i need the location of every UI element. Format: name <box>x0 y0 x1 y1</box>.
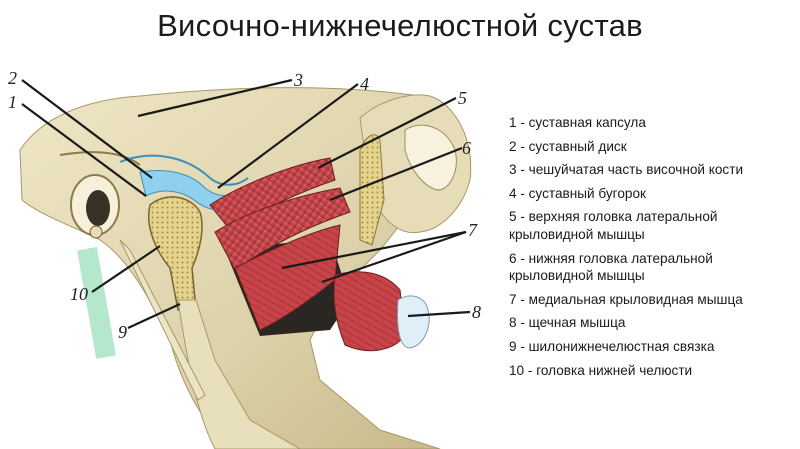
label-1: 1 <box>8 92 17 112</box>
label-9: 9 <box>118 322 127 342</box>
label-3: 3 <box>293 70 303 90</box>
leader-lines <box>21 78 471 329</box>
legend-item-2: 2 - суставный диск <box>509 138 627 154</box>
watermark <box>77 247 116 359</box>
lower-head-lateral-pterygoid <box>214 187 351 271</box>
label-4: 4 <box>360 74 369 94</box>
legend-item-10: 10 - головка нижней челюсти <box>509 362 693 378</box>
legend-item-1: 1 - суставная капсула <box>509 115 646 130</box>
label-7: 7 <box>468 220 478 240</box>
label-8: 8 <box>472 302 481 322</box>
teeth <box>397 295 430 349</box>
legend-item-9: 9 - шилонижнечелюстная связка <box>509 338 715 354</box>
mandible-ramus <box>177 299 301 449</box>
legend-item-7: 7 - медиальная крыловидная мышца <box>509 291 743 307</box>
medial-pterygoid <box>234 224 341 331</box>
legend-item-8: 8 - щечная мышца <box>509 315 626 331</box>
page-title: Височно-нижнечелюстной сустав <box>157 8 643 43</box>
tmj-illustration: 2 1 3 4 5 6 7 8 9 10 <box>0 58 500 449</box>
legend-item-5: 5 - верхняя головка латеральной крыловид… <box>509 209 718 242</box>
coronoid-process <box>359 134 385 246</box>
label-2: 2 <box>8 68 17 88</box>
buccinator <box>333 271 406 352</box>
condyle-head <box>148 196 203 311</box>
stylomandibular-ligament <box>119 239 206 401</box>
legend-item-6: 6 - нижняя головка латеральной крыловидн… <box>509 250 713 284</box>
legend-item-3: 3 - чешуйчатая часть височной кости <box>509 162 744 178</box>
legend-item-4: 4 - суставный бугорок <box>509 185 646 201</box>
label-5: 5 <box>458 88 467 108</box>
label-6: 6 <box>462 138 471 158</box>
label-10: 10 <box>70 284 88 304</box>
legend: 1 - суставная капсула 2 - суставный диск… <box>509 114 799 385</box>
bone-cavity <box>404 124 457 191</box>
